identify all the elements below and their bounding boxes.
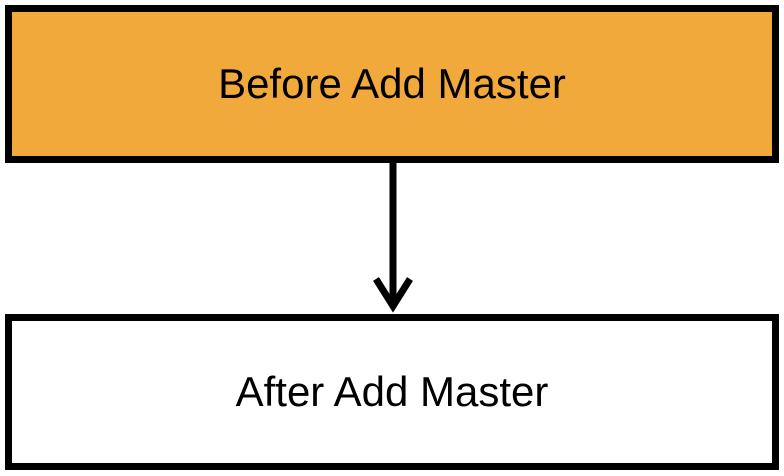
after-add-master-label: After Add Master bbox=[235, 368, 549, 415]
before-add-master-label: Before Add Master bbox=[218, 60, 566, 107]
arrow-head bbox=[373, 277, 413, 313]
after-add-master-box: After Add Master bbox=[5, 314, 779, 470]
before-add-master-box: Before Add Master bbox=[5, 5, 779, 163]
